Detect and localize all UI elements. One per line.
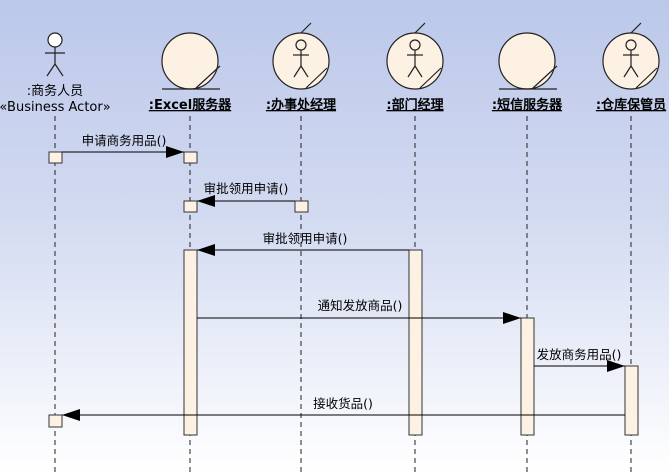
- actor-name: :商务人员: [27, 83, 83, 99]
- worker-icon: [272, 22, 330, 90]
- activation-excel-1: [183, 151, 198, 164]
- arrowhead-3: [197, 244, 215, 256]
- message-label-6: 接收货品(): [313, 396, 373, 411]
- lifeline-title-excel: :Excel服务器: [149, 97, 232, 113]
- activation-office-1: [294, 200, 309, 213]
- lifeline-title-dept: :部门经理: [386, 97, 443, 113]
- entity-icon: [161, 32, 221, 90]
- activation-dept-1: [408, 249, 423, 436]
- message-label-3: 审批领用申请(): [263, 231, 348, 246]
- entity-icon: [498, 32, 558, 90]
- arrowhead-4: [503, 312, 521, 324]
- arrowhead-2: [197, 195, 215, 207]
- lifeline-title-warehouse: :仓库保管员: [596, 97, 666, 113]
- message-label-4: 通知发放商品(): [318, 298, 403, 313]
- worker-icon: [602, 22, 660, 90]
- actor-stereotype: «Business Actor»: [0, 100, 111, 115]
- activation-excel-2: [183, 200, 198, 213]
- arrowhead-6: [62, 409, 80, 421]
- activation-warehouse-1: [624, 365, 639, 436]
- activation-sms-1: [520, 317, 535, 436]
- activation-actor-1: [48, 151, 63, 164]
- message-label-2: 审批领用申请(): [204, 181, 289, 196]
- actor-icon: [45, 32, 65, 77]
- worker-icon: [386, 22, 444, 90]
- activation-excel-3: [183, 249, 198, 436]
- message-label-1: 申请商务用品(): [82, 133, 167, 148]
- arrowhead-1: [166, 146, 184, 158]
- lifeline-title-sms: :短信服务器: [492, 97, 563, 113]
- arrowhead-5: [607, 360, 625, 372]
- message-label-5: 发放商务用品(): [537, 347, 622, 362]
- lifeline-title-office: :办事处经理: [266, 97, 336, 113]
- activation-actor-2: [48, 414, 63, 428]
